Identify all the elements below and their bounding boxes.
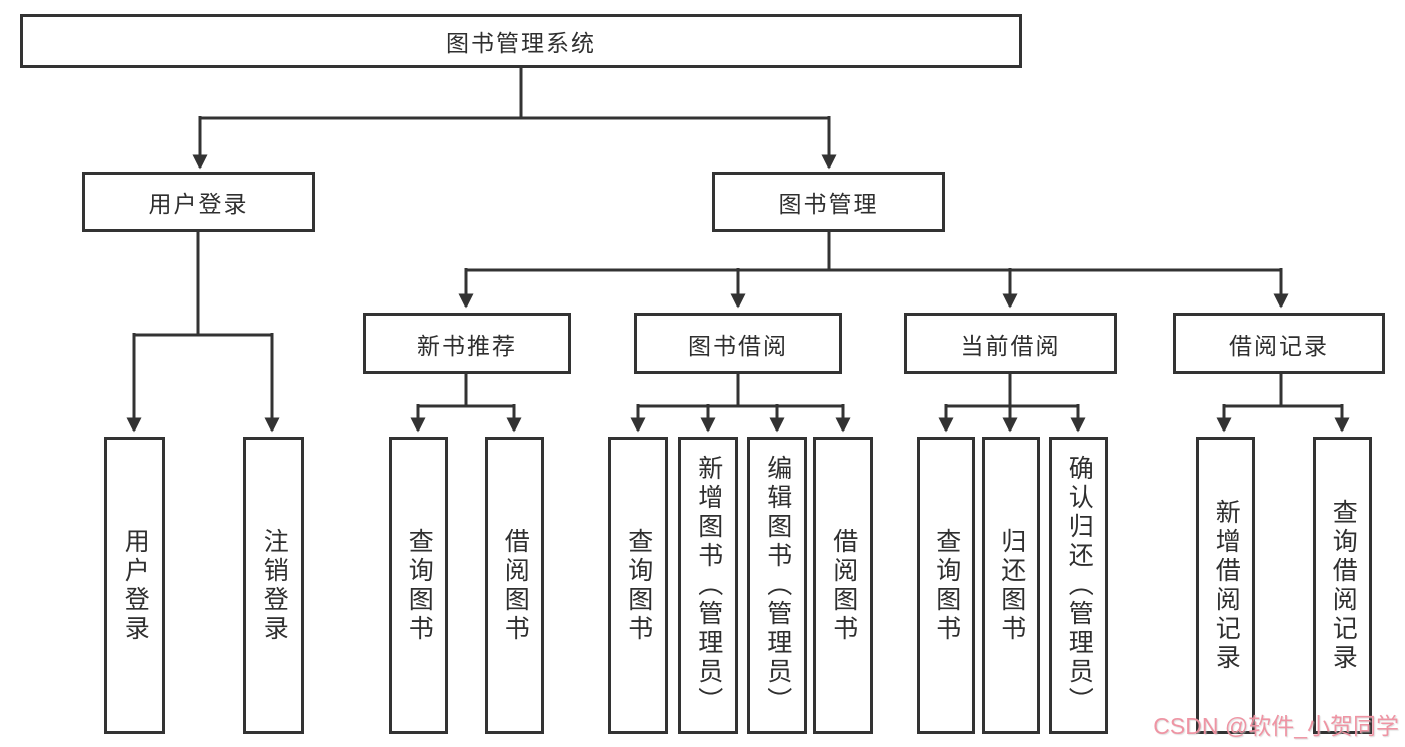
connector-root-branch	[200, 68, 829, 120]
leaf-bb-borrow-books: 借阅图书	[813, 437, 873, 734]
node-borrow-records-label: 借阅记录	[1229, 332, 1329, 359]
leaf-br-query-record-label: 查询借阅记录	[1329, 498, 1358, 673]
leaf-cb-return-books: 归还图书	[982, 437, 1040, 734]
node-user-login: 用户登录	[82, 172, 315, 232]
node-book-borrow: 图书借阅	[634, 313, 842, 374]
connector-current-borrow-branch	[946, 374, 1078, 408]
leaf-br-add-record-label: 新增借阅记录	[1212, 498, 1241, 673]
connector-user-login-branch	[134, 232, 272, 337]
leaf-bb-query-books-label: 查询图书	[624, 527, 653, 644]
node-new-book-recommend-label: 新书推荐	[417, 332, 517, 359]
node-current-borrow-label: 当前借阅	[960, 332, 1061, 359]
leaf-cb-query-books: 查询图书	[917, 437, 975, 734]
connector-book-management-branch	[466, 232, 1281, 272]
node-borrow-records: 借阅记录	[1173, 313, 1385, 374]
leaf-bb-borrow-books-label: 借阅图书	[829, 527, 858, 644]
node-new-book-recommend: 新书推荐	[363, 313, 571, 374]
leaf-br-query-record: 查询借阅记录	[1313, 437, 1372, 734]
leaf-bb-add-book-admin-label: 新增图书（管理员）	[694, 455, 723, 716]
leaf-cb-confirm-return-admin: 确认归还（管理员）	[1049, 437, 1108, 734]
node-book-management: 图书管理	[712, 172, 945, 232]
node-user-login-label: 用户登录	[148, 191, 249, 217]
leaf-bb-add-book-admin: 新增图书（管理员）	[678, 437, 738, 734]
leaf-user-login: 用户登录	[104, 437, 165, 734]
node-book-management-label: 图书管理	[778, 191, 879, 217]
leaf-nb-borrow-books-label: 借阅图书	[501, 527, 530, 644]
leaf-cb-confirm-return-admin-label: 确认归还（管理员）	[1065, 455, 1094, 716]
leaf-bb-query-books: 查询图书	[608, 437, 668, 734]
leaf-cb-return-books-label: 归还图书	[997, 527, 1026, 644]
leaf-bb-edit-book-admin-label: 编辑图书（管理员）	[763, 455, 792, 716]
leaf-nb-query-books-label: 查询图书	[405, 527, 434, 644]
leaf-cb-query-books-label: 查询图书	[932, 527, 961, 644]
leaf-bb-edit-book-admin: 编辑图书（管理员）	[747, 437, 807, 734]
leaf-logout-label: 注销登录	[260, 527, 289, 644]
node-current-borrow: 当前借阅	[904, 313, 1117, 374]
leaf-logout: 注销登录	[243, 437, 304, 734]
connector-book-borrow-branch	[638, 374, 843, 408]
node-root: 图书管理系统	[20, 14, 1022, 68]
leaf-user-login-label: 用户登录	[121, 527, 150, 644]
leaf-nb-borrow-books: 借阅图书	[485, 437, 544, 734]
node-root-label: 图书管理系统	[446, 30, 596, 56]
connector-borrow-records-branch	[1224, 374, 1342, 408]
leaf-nb-query-books: 查询图书	[389, 437, 448, 734]
leaf-br-add-record: 新增借阅记录	[1196, 437, 1255, 734]
node-book-borrow-label: 图书借阅	[688, 332, 788, 359]
connector-new-book-branch	[418, 374, 514, 408]
csdn-watermark: CSDN @软件_小贺同学	[1153, 713, 1399, 739]
